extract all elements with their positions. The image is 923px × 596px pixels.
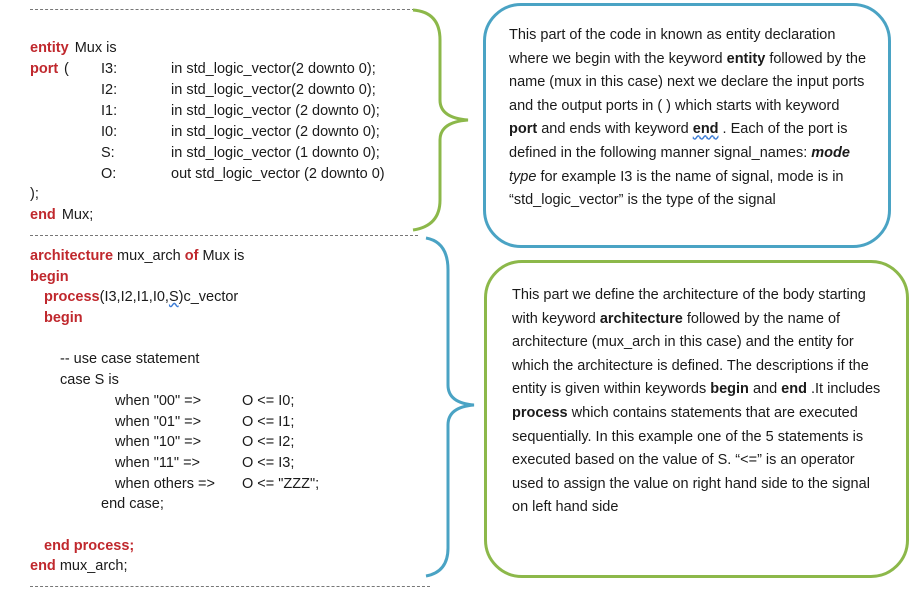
architecture-end-name: mux_arch; (59, 558, 128, 574)
when-condition: when "01" => (115, 414, 202, 430)
process-args-tail: )c_vector (178, 289, 239, 305)
when-condition: when "11" => (115, 455, 201, 471)
keyword-port: port (30, 61, 59, 77)
when-assign: O <= I0; (242, 393, 295, 409)
port-type: in std_logic_vector (2 downto 0); (171, 124, 380, 140)
separator-bottom (30, 586, 430, 587)
case-line: case S is (60, 372, 119, 388)
port-name: S: (101, 145, 115, 161)
entity-end-line: end Mux; (30, 207, 93, 223)
entity-end-name: Mux; (61, 207, 94, 223)
callout2-text-5: which contains statements that are execu… (512, 404, 870, 516)
port-paren-open: ( (64, 61, 69, 77)
when-condition: when others => (115, 476, 215, 492)
keyword-end: end (30, 558, 56, 574)
port-name: I2: (101, 82, 118, 98)
port-type: in std_logic_vector(2 downto 0); (171, 61, 376, 77)
callout2-keyword-begin: begin (710, 381, 749, 398)
keyword-architecture: architecture (30, 248, 114, 264)
keyword-of: of (184, 248, 199, 264)
keyword-process: process (44, 289, 100, 305)
callout1-text-2: followed by the name (mux in this case) … (509, 50, 867, 114)
callout1-keyword-entity: entity (726, 50, 766, 67)
process-arg-s: S (168, 289, 179, 305)
architecture-explanation-text: This part we define the architecture of … (512, 284, 884, 520)
callout1-keyword-port: port (509, 121, 538, 138)
comment-line: -- use case statement (60, 351, 200, 367)
architecture-entity: Mux is (202, 248, 245, 264)
port-close: ); (30, 186, 39, 202)
port-name: I3: (101, 61, 118, 77)
port-name: I0: (101, 124, 118, 140)
keyword-end: end (30, 207, 56, 223)
separator-middle (30, 235, 418, 236)
port-type: in std_logic_vector(2 downto 0); (171, 82, 376, 98)
entity-line: entity Mux is (30, 40, 117, 56)
callout2-text-2: followed by the name of architecture (mu… (512, 310, 869, 398)
when-condition: when "00" => (115, 393, 202, 409)
callout1-mode: mode (811, 144, 850, 161)
callout1-text-4: . Each of the port is defined in the fol… (509, 121, 848, 161)
architecture-brace (425, 236, 475, 578)
when-assign: O <= "ZZZ"; (242, 476, 320, 492)
entity-explanation-callout: This part of the code in known as entity… (483, 3, 891, 248)
architecture-end-line: end mux_arch; (30, 558, 128, 574)
end-case-line: end case; (101, 496, 164, 512)
architecture-name: mux_arch (117, 248, 181, 264)
end-process-line: end process; (44, 538, 135, 554)
keyword-begin: begin (30, 269, 69, 285)
callout1-text-6: for example I3 is the name of signal, mo… (509, 168, 844, 209)
callout2-keyword-architecture: architecture (599, 310, 683, 327)
callout2-text-1: This part we define the architecture of … (512, 287, 866, 327)
callout2-text-4: .It includes (806, 381, 881, 398)
callout2-keyword-process: process (512, 404, 568, 421)
callout2-keyword-end: end (781, 381, 807, 398)
when-assign: O <= I3; (242, 455, 295, 471)
callout1-keyword-end: end (692, 121, 719, 138)
process-args: (I3,I2,I1,I0, (99, 289, 169, 305)
keyword-entity: entity (30, 40, 69, 56)
callout1-text-3: and ends with keyword (537, 121, 693, 138)
port-name: I1: (101, 103, 118, 119)
when-assign: O <= I2; (242, 434, 295, 450)
process-line: process(I3,I2,I1,I0,S)c_vector (44, 289, 238, 305)
port-type: out std_logic_vector (2 downto 0) (171, 166, 385, 182)
callout1-text-1: This part of the code in known as entity… (509, 27, 836, 67)
keyword-begin-process: begin (44, 310, 83, 326)
entity-name: Mux is (74, 40, 117, 56)
entity-brace (412, 8, 469, 232)
when-condition: when "10" => (115, 434, 202, 450)
port-name: O: (101, 166, 117, 182)
port-type: in std_logic_vector (2 downto 0); (171, 103, 380, 119)
entity-explanation-text: This part of the code in known as entity… (509, 24, 868, 213)
architecture-line: architecture mux_arch of Mux is (30, 248, 244, 264)
callout1-type: type (509, 168, 537, 185)
callout2-text-3: and (748, 381, 782, 398)
separator-top (30, 9, 415, 10)
when-assign: O <= I1; (242, 414, 295, 430)
architecture-explanation-callout: This part we define the architecture of … (484, 260, 909, 578)
port-type: in std_logic_vector (1 downto 0); (171, 145, 380, 161)
